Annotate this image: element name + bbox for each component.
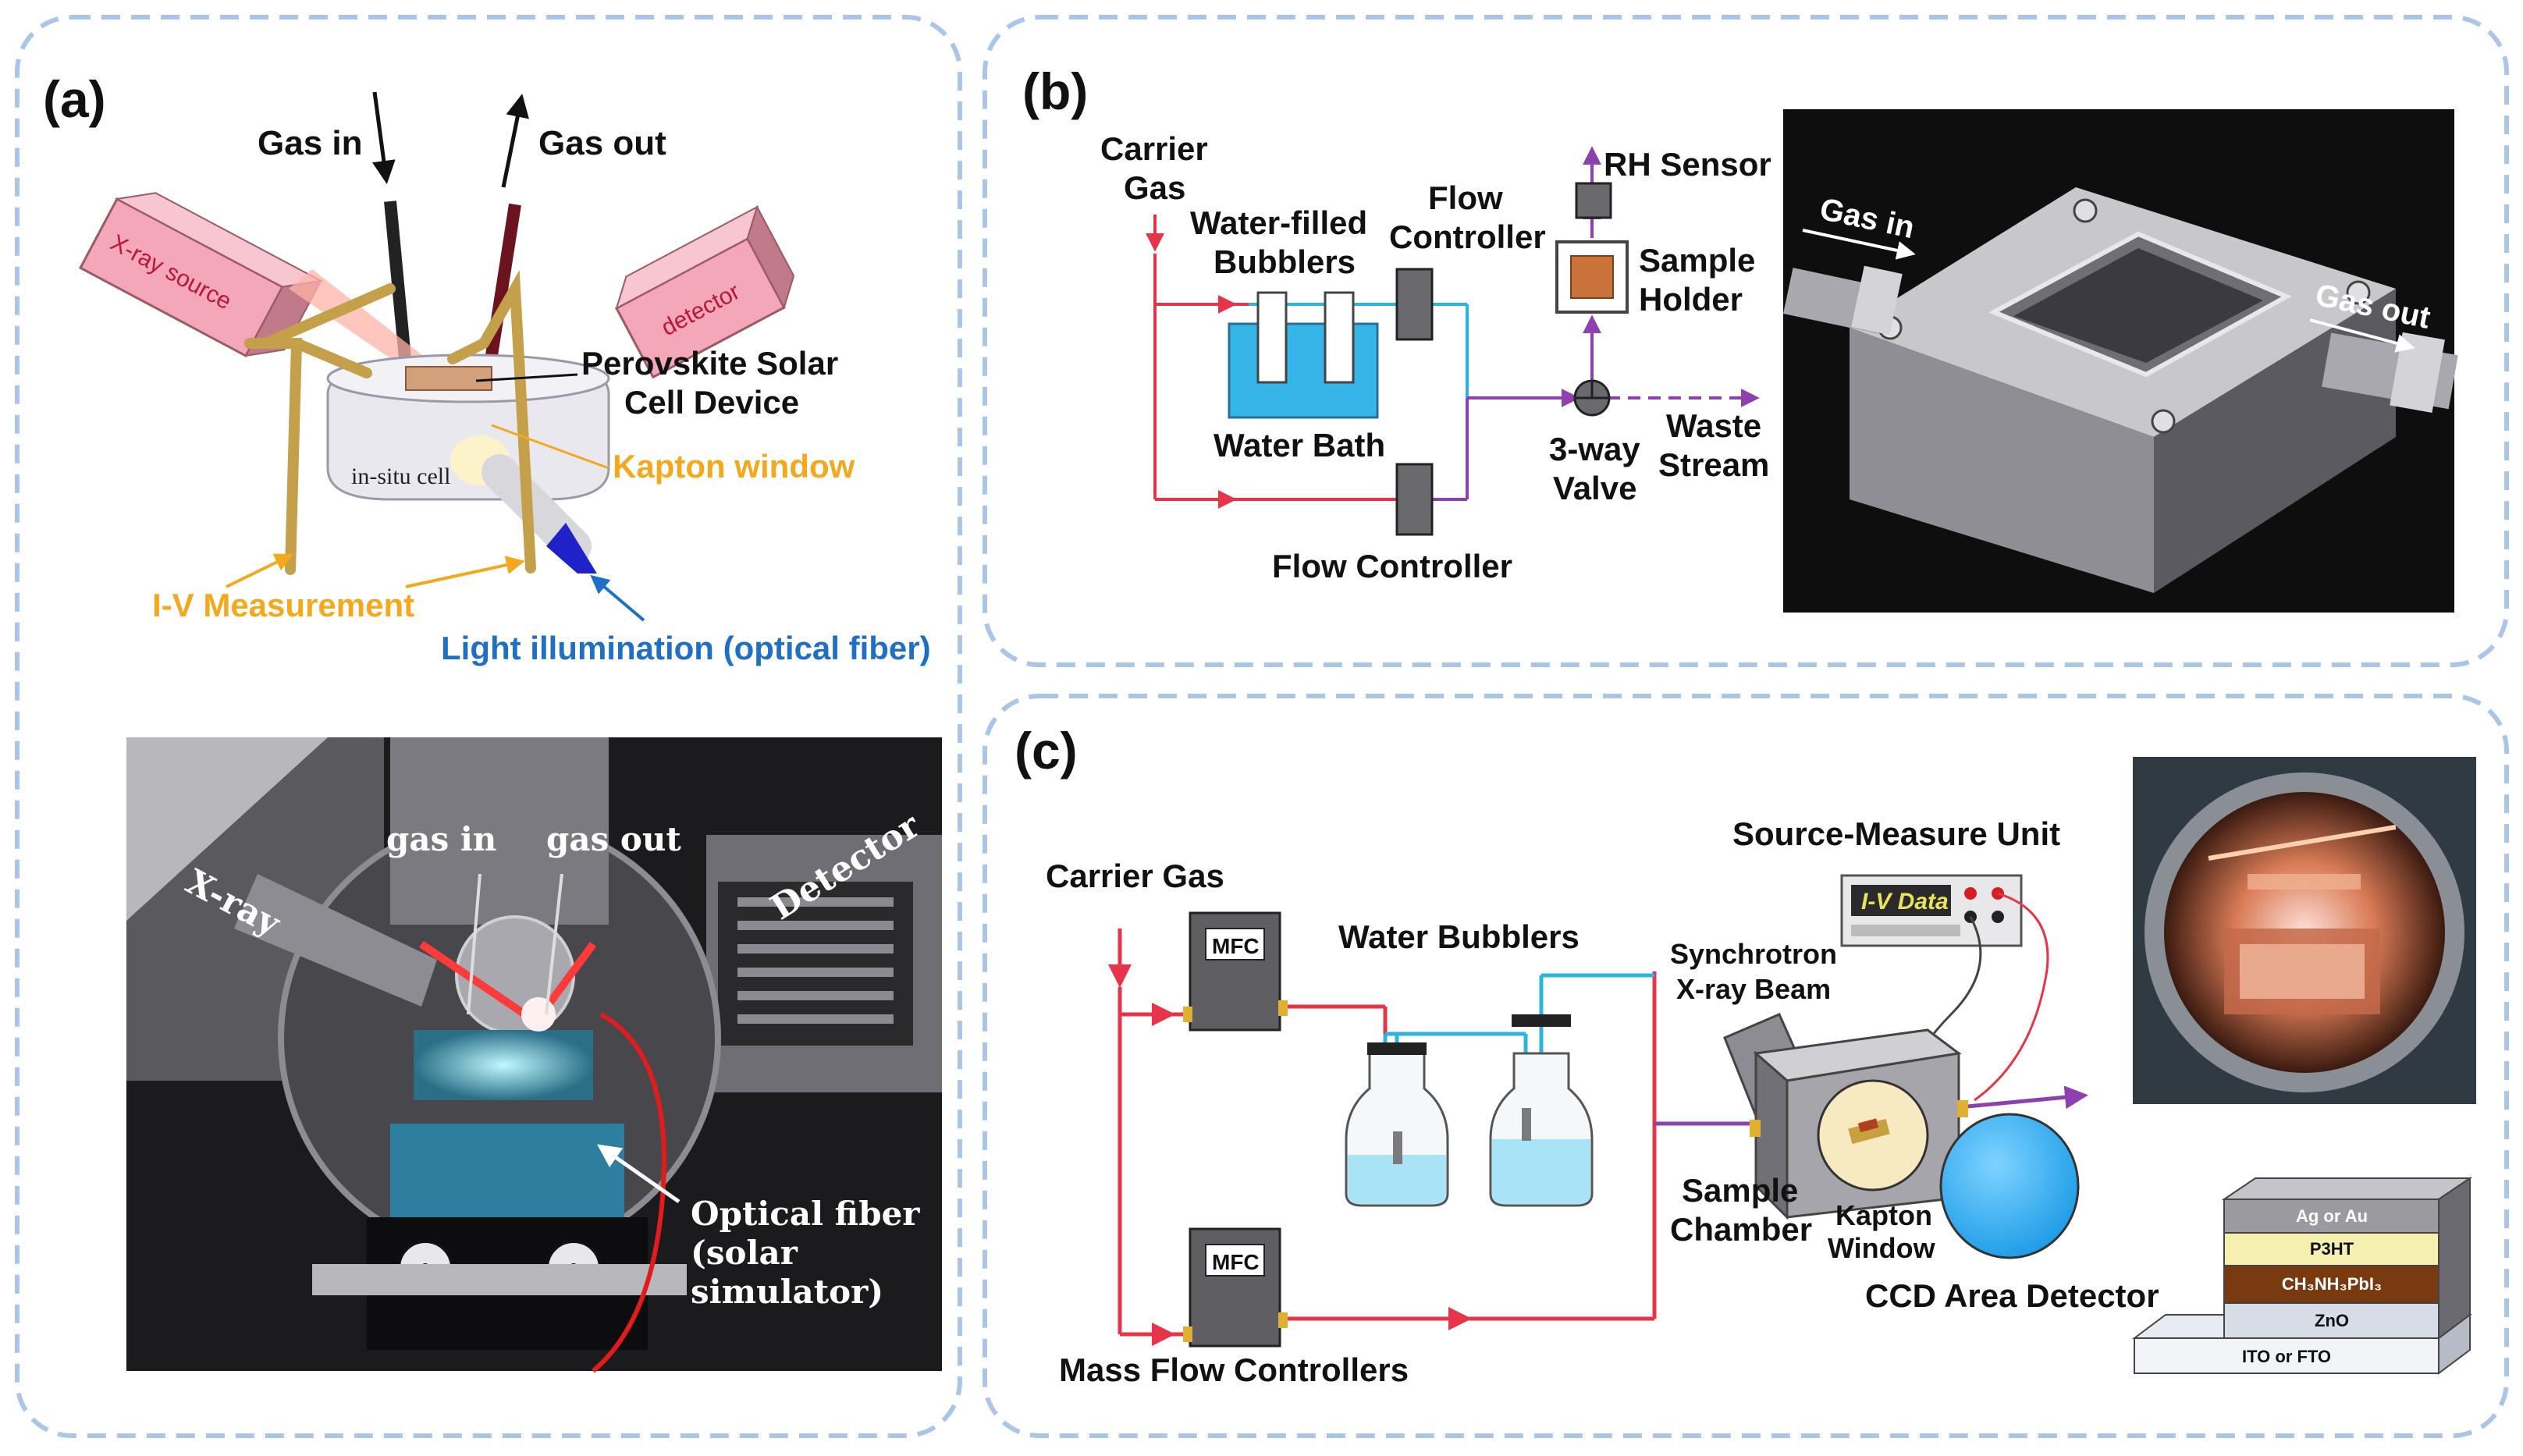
water-bubblers-label: Water Bubblers — [1338, 918, 1580, 955]
photo-fiber-arrow — [597, 1144, 680, 1204]
ccd-label: CCD Area Detector — [1865, 1277, 2159, 1314]
ccd-detector — [1939, 1113, 2080, 1259]
detector-box: detector — [614, 204, 795, 379]
fc-top-label-2: Controller — [1389, 218, 1546, 255]
photo-fiber-label-2: (solar — [691, 1234, 798, 1272]
panel-c-label: (c) — [1015, 722, 1078, 779]
photo-gas-in-label: gas in — [386, 820, 496, 858]
photo-gas-out-label: gas out — [546, 820, 681, 858]
kapton-leader — [491, 424, 609, 470]
kapton-label: Kapton window — [613, 448, 855, 485]
source-measure-unit: I-V Data — [1840, 874, 2023, 947]
c-red-lines — [1108, 929, 1657, 1346]
bubblers-label-1: Water-filled — [1190, 204, 1367, 241]
c-beam-out — [1950, 1085, 2088, 1110]
panel-b: (b) Carrier Gas — [1022, 62, 2458, 613]
mfc-bottom: MFC — [1183, 1227, 1288, 1348]
gas-in-tube — [384, 201, 412, 368]
panel-c: (c) Carrier Gas — [1015, 722, 2476, 1388]
photo-gas-in-arrow — [1802, 229, 1916, 260]
kapton-c-label-2: Window — [1828, 1232, 1936, 1264]
bubblers-label-2: Bubblers — [1214, 243, 1356, 280]
valve-label-2: Valve — [1553, 470, 1636, 506]
fc-bottom-label: Flow Controller — [1272, 548, 1512, 584]
photo-fiber-label-1: Optical fiber — [691, 1195, 920, 1233]
flow-controller-top — [1395, 268, 1434, 341]
stack-layer-3: CH₃NH₃PbI₃ — [2282, 1274, 2382, 1294]
panel-c-frame — [983, 694, 2509, 1438]
gas-in-label: Gas in — [258, 124, 363, 162]
mfc-bottom-label: MFC — [1212, 1250, 1260, 1274]
carrier-gas-label-1: Carrier — [1100, 130, 1208, 167]
panel-a: (a) Gas in Gas out X-ray source detector — [43, 70, 942, 1373]
photo-red-cable — [592, 1012, 666, 1373]
mfc-top: MFC — [1183, 911, 1288, 1032]
holder-label-2: Holder — [1639, 281, 1743, 318]
fiber-end — [546, 523, 597, 574]
chamber-label-1: Sample — [1682, 1172, 1798, 1209]
fc-top-label-1: Flow — [1428, 179, 1503, 216]
bubbler-2 — [1324, 291, 1355, 384]
sample-chamber — [1723, 1013, 1968, 1220]
gas-out-arrow — [501, 94, 529, 188]
light-label: Light illumination (optical fiber) — [441, 630, 931, 666]
detector-grille — [737, 897, 894, 1024]
mfc-top-label: MFC — [1212, 934, 1260, 958]
rh-sensor-label: RH Sensor — [1604, 146, 1771, 183]
gas-in-arrow — [371, 91, 396, 184]
light-arrow — [590, 574, 645, 622]
waste-label-2: Stream — [1658, 446, 1769, 483]
mass-flow-label: Mass Flow Controllers — [1059, 1351, 1409, 1388]
valve-label-1: 3-way — [1549, 431, 1640, 467]
gas-out-label: Gas out — [538, 124, 666, 162]
device-label-line2: Cell Device — [624, 384, 799, 421]
water-bath-label: Water Bath — [1214, 427, 1385, 463]
device-leader — [475, 373, 578, 382]
device-label-line1: Perovskite Solar — [581, 345, 838, 382]
flow-controller-bottom — [1395, 463, 1434, 536]
water-bubbler-1 — [1345, 1042, 1449, 1207]
photo-gas-out-arrow — [2309, 318, 2415, 353]
kapton-c-label-1: Kapton — [1835, 1199, 1932, 1231]
gas-out-tube — [484, 203, 521, 367]
xray-source-box: X-ray source — [79, 192, 324, 357]
panel-b-label: (b) — [1022, 62, 1088, 120]
stack-layer-1: Ag or Au — [2296, 1206, 2368, 1226]
photo-beam — [419, 940, 533, 1022]
insitu-cell: in-situ cell — [326, 353, 610, 501]
bubbler-1 — [1256, 291, 1288, 384]
stack-layer-5: ITO or FTO — [2242, 1347, 2331, 1366]
beam-label-1: Synchrotron — [1670, 938, 1837, 970]
iv-label: I-V Measurement — [152, 587, 414, 623]
photo-fiber-label-3: simulator) — [691, 1273, 883, 1311]
sample — [1570, 255, 1614, 299]
c-carrier-label: Carrier Gas — [1046, 858, 1224, 894]
stack-layer-2: P3HT — [2310, 1239, 2354, 1259]
smu-red-cable — [1974, 892, 2049, 1102]
layer-stack: Ag or Au P3HT CH₃NH₃PbI₃ ZnO ITO or FTO — [2132, 1177, 2473, 1375]
waste-label-1: Waste — [1666, 407, 1761, 444]
panel-b-frame — [983, 15, 2509, 667]
insitu-cell-label: in-situ cell — [351, 463, 450, 489]
carrier-gas-label-2: Gas — [1124, 169, 1185, 206]
chamber-photo — [2133, 757, 2476, 1104]
holder-label-1: Sample — [1639, 242, 1755, 279]
panel-a-frame — [15, 15, 962, 1438]
water-bath — [1228, 322, 1379, 419]
water-bubbler-2 — [1489, 1014, 1594, 1207]
holder-photo: Gas in Gas out — [1783, 109, 2458, 613]
smu-label: Source-Measure Unit — [1732, 815, 2060, 852]
stack-layer-4: ZnO — [2315, 1311, 2349, 1330]
iv-arrow-left — [226, 553, 294, 588]
iv-data-label: I-V Data — [1861, 889, 1949, 914]
chamber-label-2: Chamber — [1670, 1211, 1812, 1248]
iv-arrow-right — [405, 556, 525, 588]
iv-stand — [244, 269, 536, 575]
xray-beam — [289, 269, 437, 382]
setup-photo: X-ray gas in gas out Detector Optical fi… — [126, 737, 942, 1373]
beam-label-2: X-ray Beam — [1676, 973, 1831, 1005]
rh-sensor — [1575, 182, 1612, 219]
panel-a-label: (a) — [43, 70, 106, 128]
